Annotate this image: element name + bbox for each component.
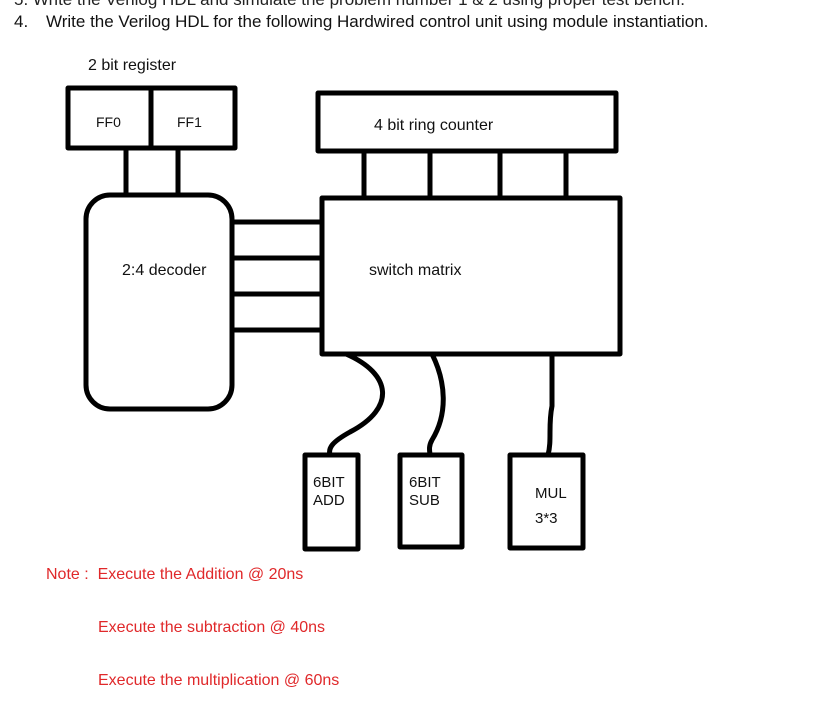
mul-unit-box [507, 452, 586, 551]
switch-matrix-box [319, 195, 623, 357]
note-label: Note : [46, 566, 89, 583]
switch-matrix-label: switch matrix [369, 262, 461, 279]
sub-unit-box [397, 452, 465, 550]
note-line-1: Note : Execute the Addition @ 20ns [46, 566, 303, 584]
ff1-label: FF1 [177, 114, 202, 130]
note-line-2: Execute the subtraction @ 40ns [98, 619, 326, 636]
add-label-line1: 6BIT [313, 474, 345, 491]
cutoff-previous-question: 5. Write the Verilog HDL and simulate th… [14, 0, 685, 10]
sub-label-line1: 6BIT [409, 474, 441, 491]
question-text: Write the Verilog HDL for the following … [46, 12, 709, 31]
ff1-box [148, 85, 238, 151]
wire-to-mul [545, 354, 555, 456]
note-addition: Execute the Addition @ 20ns [97, 566, 304, 583]
decoder-label: 2:4 decoder [122, 262, 207, 279]
add-unit-box [302, 452, 361, 552]
ff0-label: FF0 [96, 114, 121, 130]
note-line-3: Execute the multiplication @ 60ns [98, 672, 340, 689]
wire-to-sub [427, 352, 446, 456]
ring-counter-label: 4 bit ring counter [374, 117, 494, 134]
register-title: 2 bit register [88, 57, 177, 74]
ring-counter-box [315, 90, 619, 154]
sub-label-line2: SUB [409, 492, 440, 509]
question-number: 4. [14, 12, 29, 31]
mul-label-line2: 3*3 [535, 510, 558, 527]
decoder-box [83, 192, 235, 412]
question-4: 4. Write the Verilog HDL for the followin… [14, 12, 708, 32]
add-label-line2: ADD [313, 492, 345, 509]
mul-label-line1: MUL [535, 485, 567, 502]
wire-to-add [327, 351, 385, 456]
